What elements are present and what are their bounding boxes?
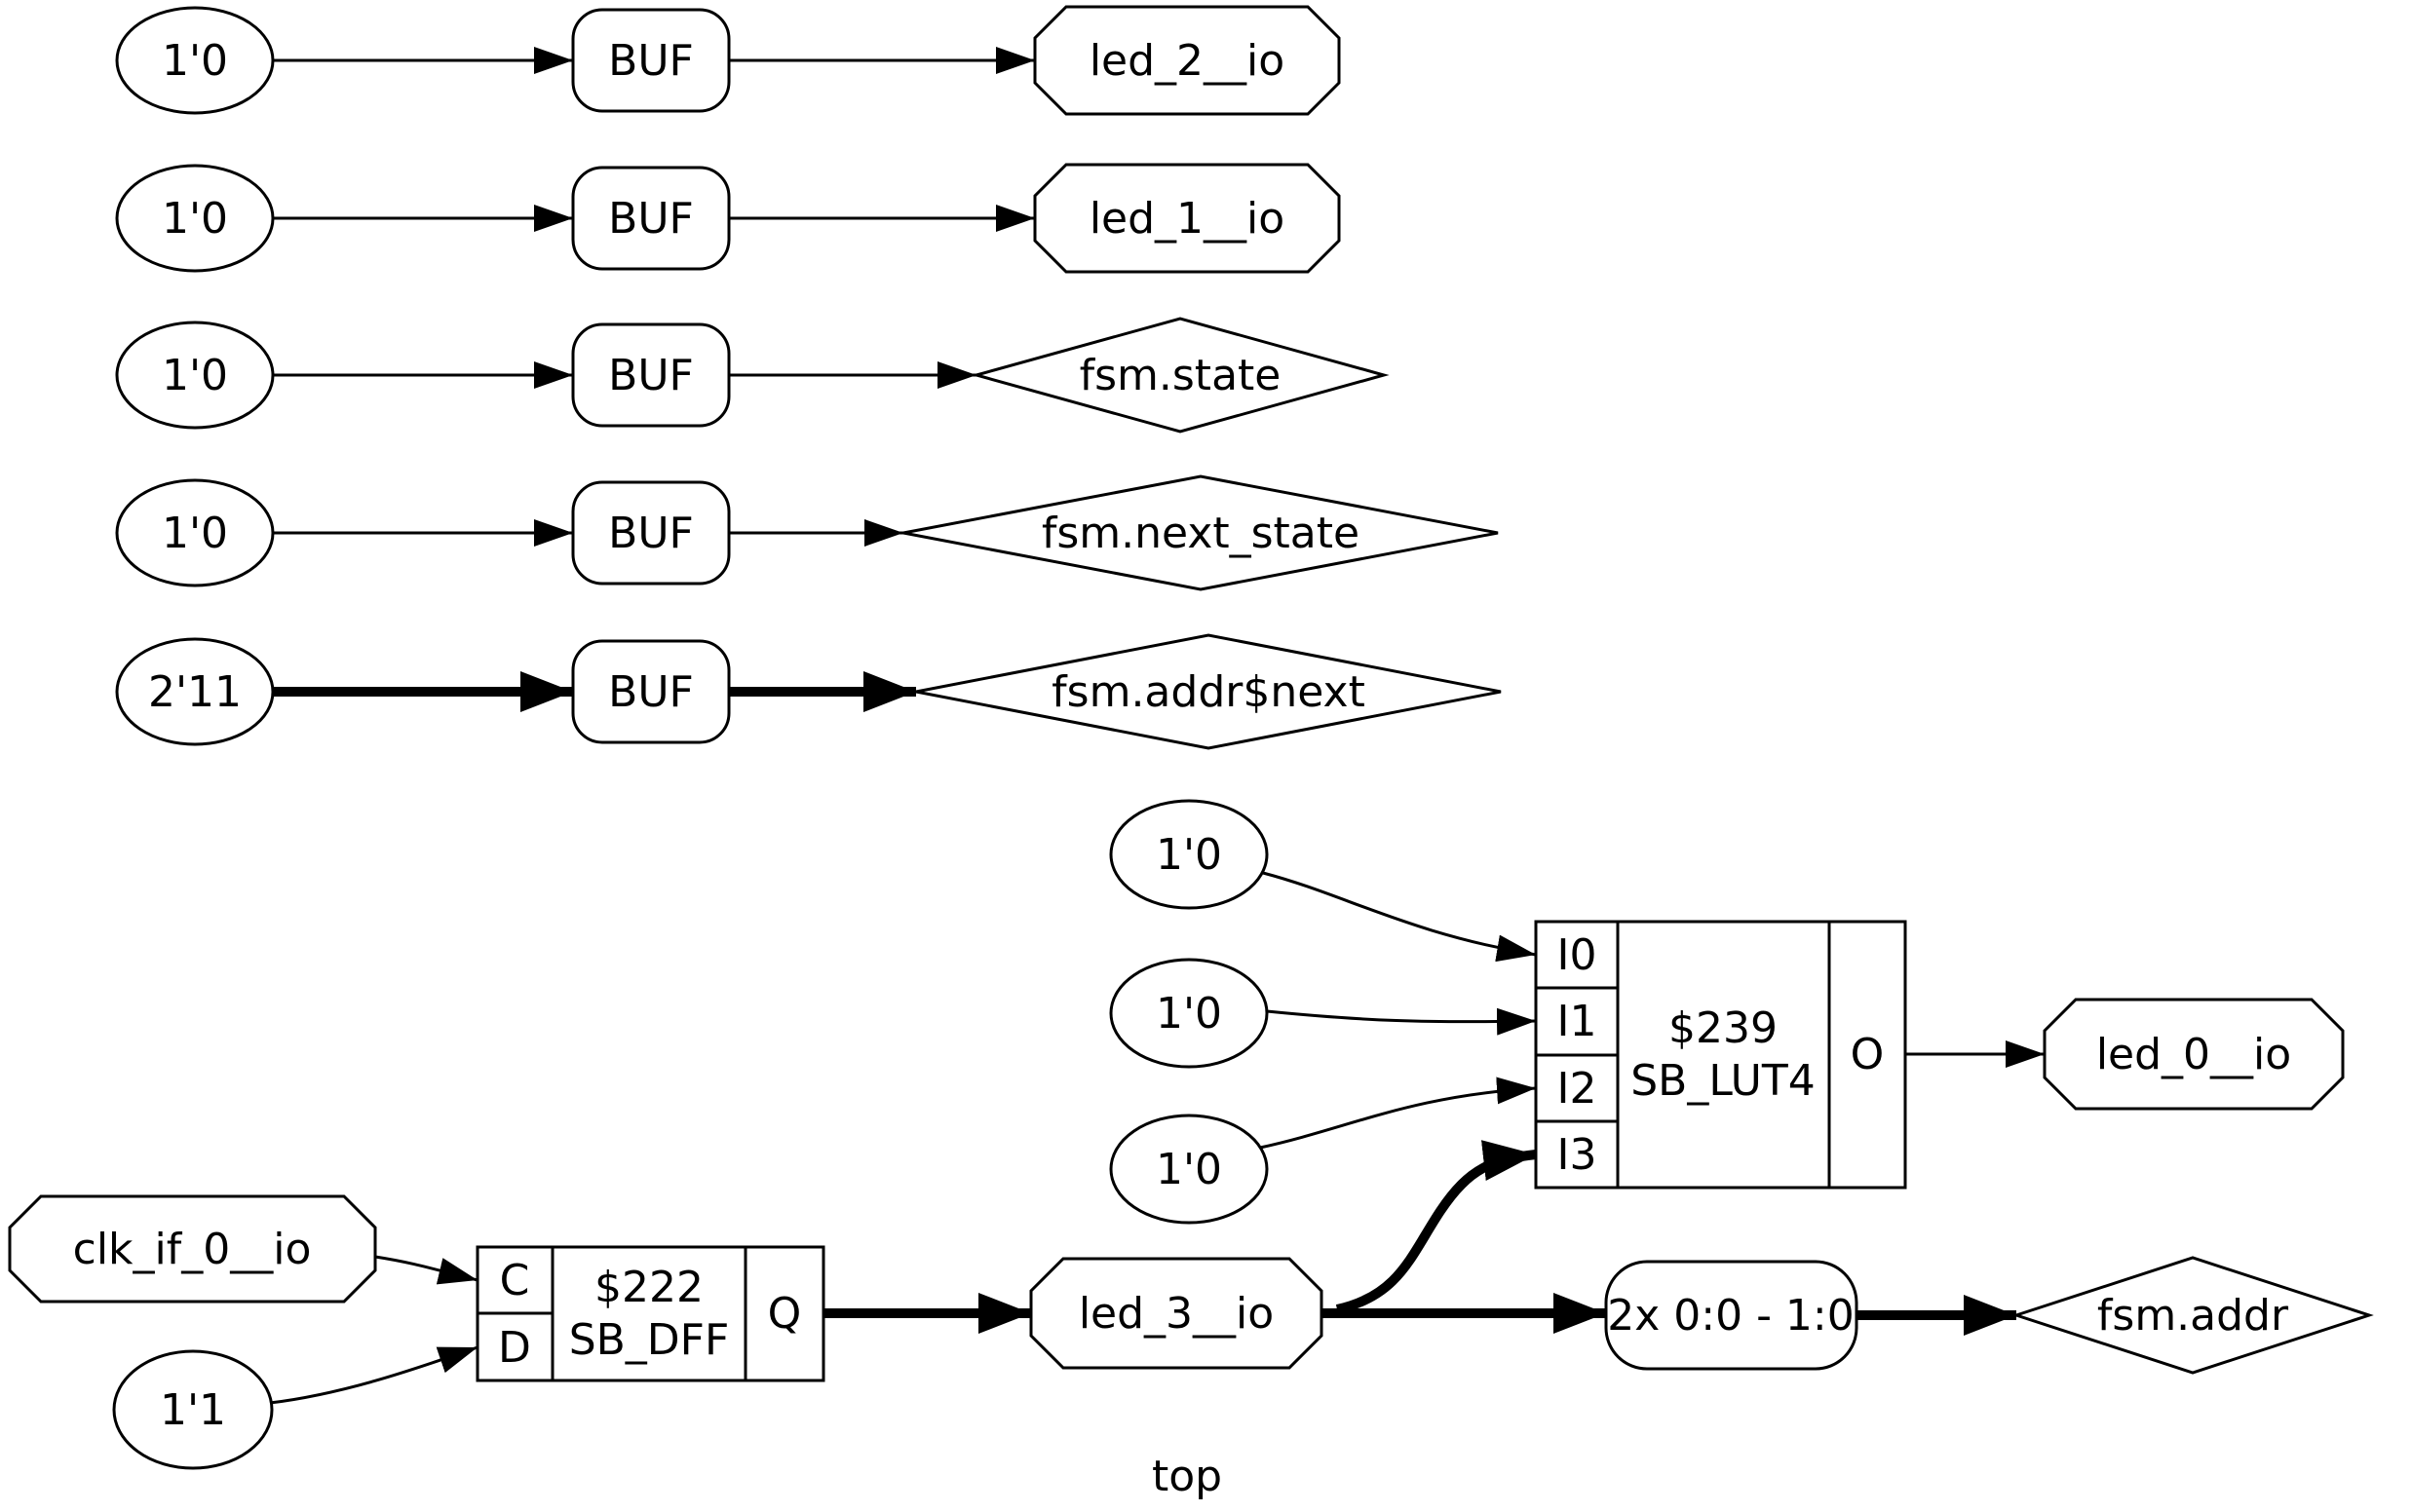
port-label-i2: I2 xyxy=(1557,1064,1597,1114)
const-label: 1'0 xyxy=(162,194,228,244)
signal-diamond xyxy=(2011,1256,2374,1375)
buf-label: BUF xyxy=(608,667,694,717)
port-label-c: C xyxy=(500,1256,530,1305)
const-node xyxy=(1109,1114,1269,1225)
port-label-q: Q xyxy=(768,1289,802,1339)
cell-id-label: $222 xyxy=(594,1263,704,1312)
buf-label: BUF xyxy=(608,509,694,558)
port-label-d: D xyxy=(498,1323,531,1373)
const-node xyxy=(1109,799,1269,910)
io-port-octagon xyxy=(1033,163,1341,274)
signal-label: fsm.addr$next xyxy=(1052,667,1365,717)
signal-diamond xyxy=(971,317,1390,434)
const-label: 1'1 xyxy=(160,1385,226,1435)
const-label: 1'0 xyxy=(162,36,228,86)
buf-row-4: 1'0 BUF fsm.next_state xyxy=(115,474,1499,591)
cell-id-label: $239 xyxy=(1668,1003,1778,1053)
bus-wire-to-i3 xyxy=(1335,1140,1537,1314)
io-port-label: led_0__io xyxy=(2096,1030,2291,1079)
signal-label: fsm.state xyxy=(1080,351,1282,400)
io-port-label: clk_if_0__io xyxy=(73,1225,312,1274)
buf-row-1: 1'0 BUF led_2__io xyxy=(115,5,1341,116)
output-chain: led_3__io 2x 0:0 - 1:0 fsm.addr xyxy=(823,1140,2374,1375)
io-port-octagon xyxy=(1033,5,1341,116)
io-port-octagon xyxy=(2043,998,2345,1111)
port-label-i3: I3 xyxy=(1557,1130,1597,1180)
wire xyxy=(1259,1077,1537,1150)
port-label-i1: I1 xyxy=(1557,997,1597,1046)
io-port-label: led_3__io xyxy=(1079,1289,1274,1339)
wire xyxy=(1266,1007,1537,1036)
slice-label: 2x 0:0 - 1:0 xyxy=(1607,1291,1855,1341)
signal-label: fsm.next_state xyxy=(1042,509,1359,558)
const-label: 1'0 xyxy=(1156,830,1222,880)
io-port-label: led_2__io xyxy=(1090,36,1284,86)
port-label-o: O xyxy=(1851,1030,1885,1079)
buf-label: BUF xyxy=(608,351,694,400)
port-label-i0: I0 xyxy=(1557,930,1597,980)
wire xyxy=(374,1255,478,1285)
buf-row-3: 1'0 BUF fsm.state xyxy=(115,317,1390,434)
signal-diamond xyxy=(915,633,1502,750)
const-node xyxy=(112,1349,274,1470)
buf-row-2: 1'0 BUF led_1__io xyxy=(115,163,1341,274)
buf-label: BUF xyxy=(608,194,694,244)
signal-diamond xyxy=(902,474,1499,591)
buf-label: BUF xyxy=(608,36,694,86)
const-label: 1'0 xyxy=(162,509,228,558)
io-port-label: led_1__io xyxy=(1090,194,1284,244)
graph-title: top xyxy=(1152,1452,1222,1501)
cell-sb-dff: C D $222 SB_DFF Q xyxy=(476,1245,825,1382)
const-node xyxy=(1109,958,1269,1069)
wire xyxy=(269,1345,478,1405)
cell-type-label: SB_LUT4 xyxy=(1630,1056,1816,1106)
const-label: 2'11 xyxy=(148,667,242,717)
buf-row-5: 2'11 BUF fsm.addr$next xyxy=(115,633,1502,750)
io-port-octagon xyxy=(1029,1257,1323,1370)
dff-inputs: clk_if_0__io 1'1 xyxy=(8,1194,478,1470)
lut-output: led_0__io xyxy=(1905,998,2345,1111)
io-port-octagon xyxy=(8,1194,377,1304)
const-label: 1'0 xyxy=(1156,1145,1222,1194)
const-label: 1'0 xyxy=(1156,989,1222,1039)
signal-label: fsm.addr xyxy=(2097,1291,2289,1341)
lut-const-inputs: 1'0 1'0 1'0 xyxy=(1109,799,1537,1225)
wire xyxy=(1262,871,1537,963)
cell-sb-lut4: I0 I1 I2 I3 $239 SB_LUT4 O xyxy=(1534,920,1907,1190)
const-label: 1'0 xyxy=(162,351,228,400)
cell-type-label: SB_DFF xyxy=(569,1315,730,1365)
